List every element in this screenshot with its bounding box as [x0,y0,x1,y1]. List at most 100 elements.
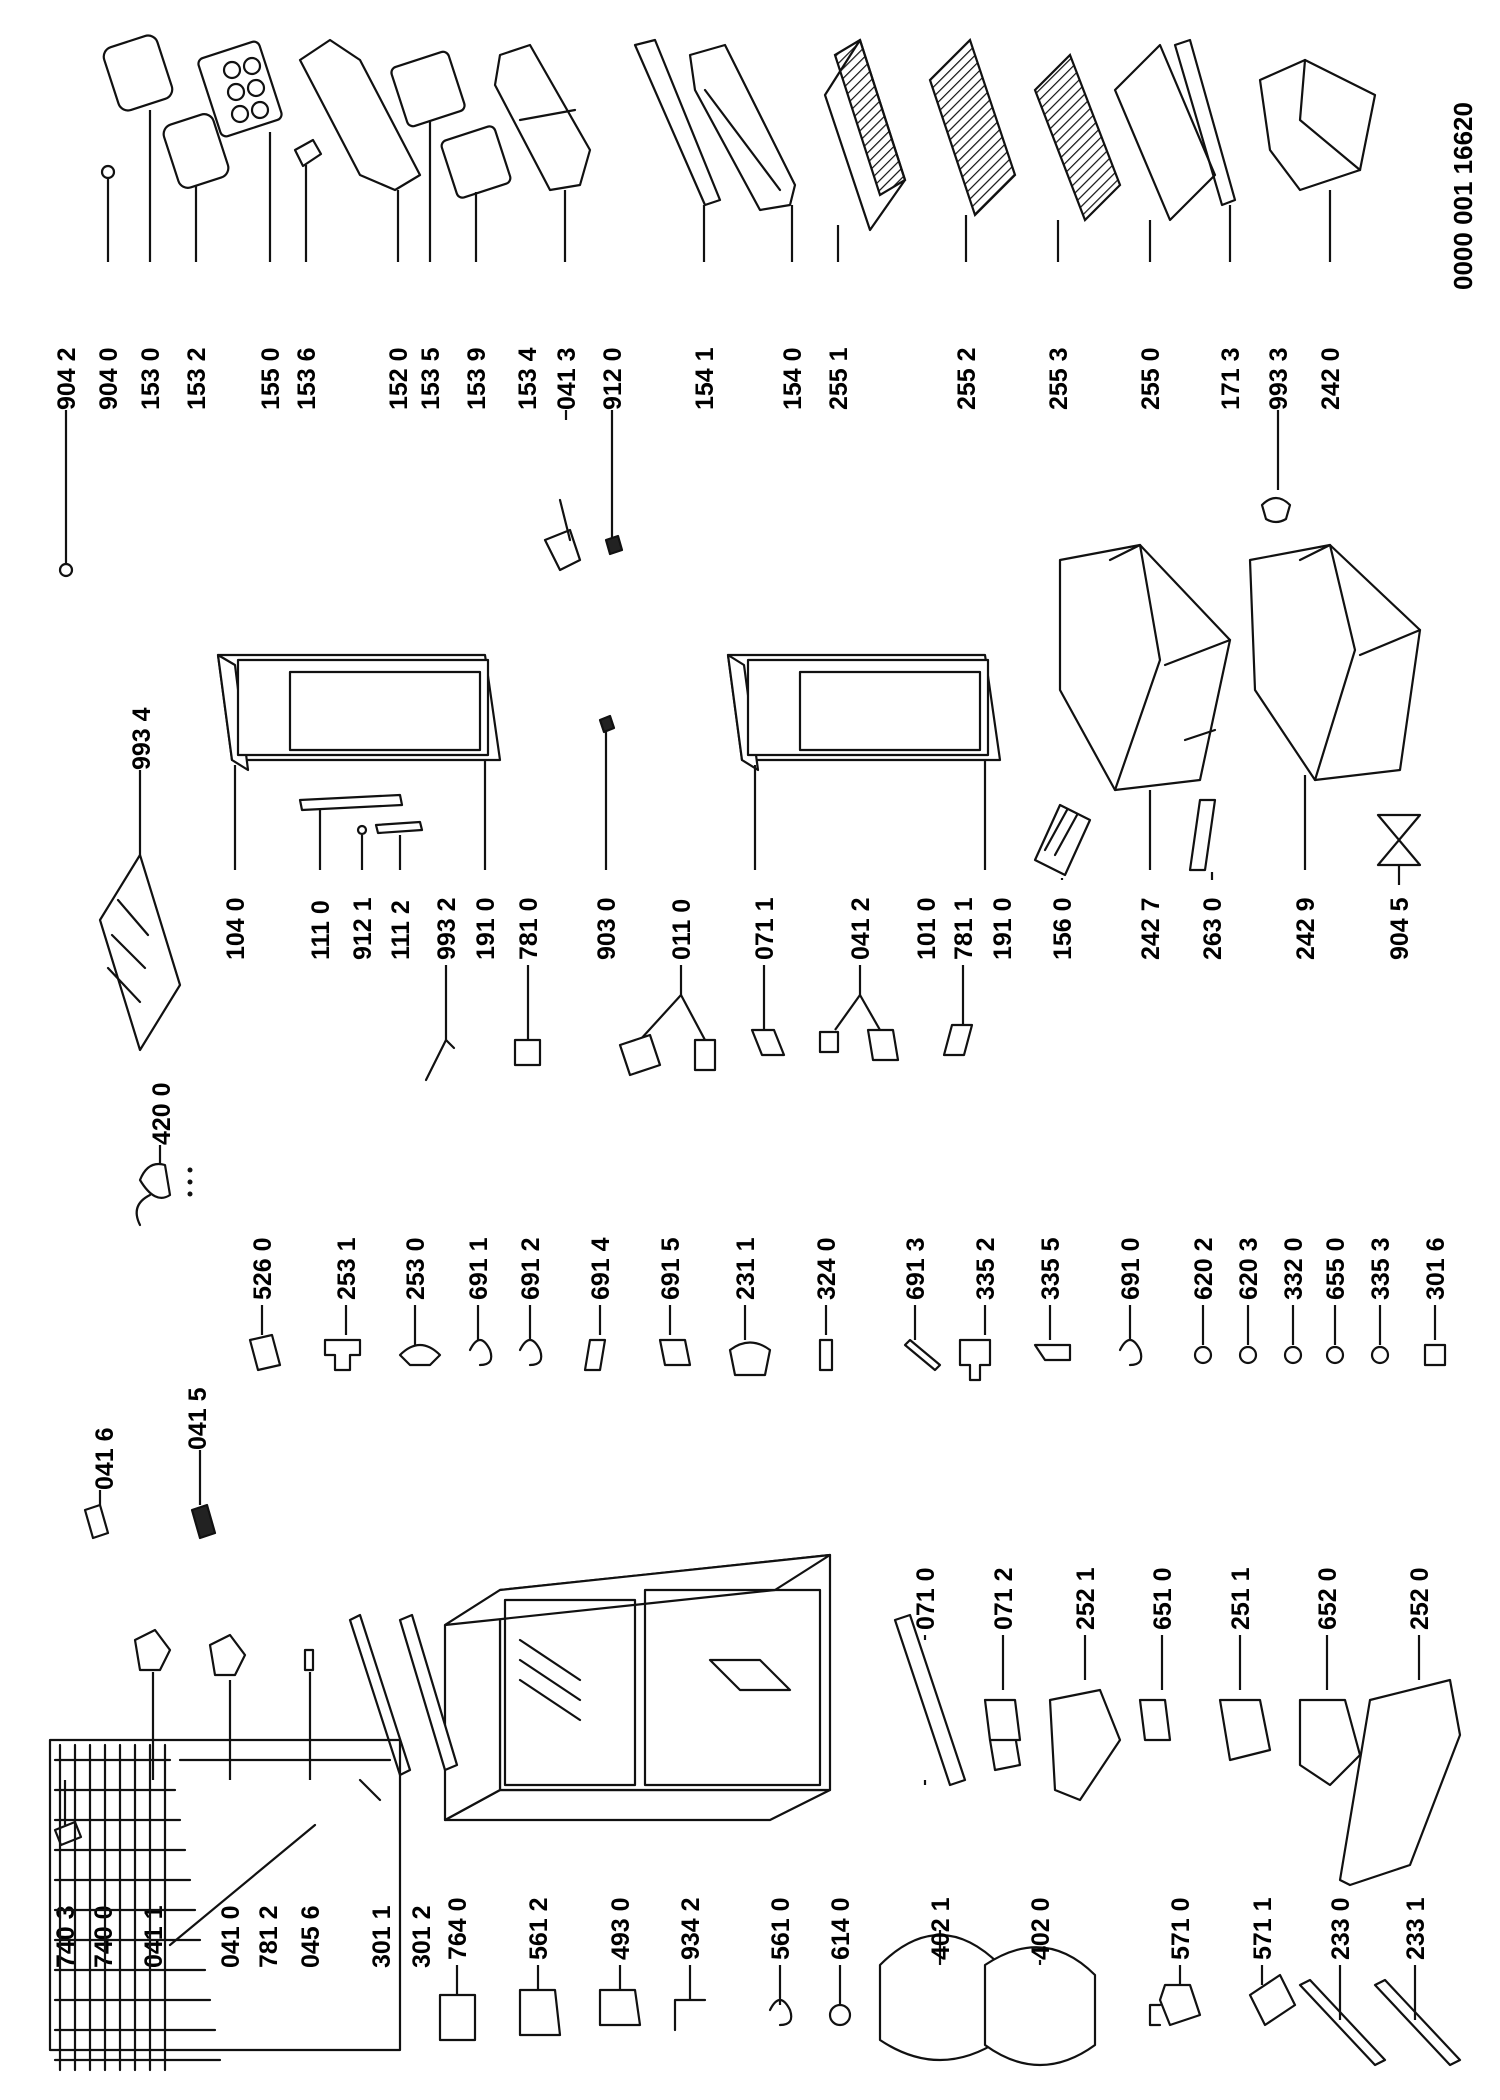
part-fridge-door-icon [726,653,1002,772]
label-912-1: 912 1 [349,897,377,960]
label-242-7: 242 7 [1137,897,1165,960]
label-691-5: 691 5 [657,1237,685,1300]
label-253-0: 253 0 [402,1237,430,1300]
leader-lines-lower-middle [923,1635,1421,1690]
part-capacitor-icon [518,1988,562,2037]
label-904-0: 904 0 [95,347,123,410]
part-filter-dryer-icon [438,1993,477,2042]
part-cap-icon [942,1023,974,1057]
part-cover-plate-icon [1113,43,1217,222]
label-156-0: 156 0 [1049,897,1077,960]
part-shelf-support-a-icon [893,1613,967,1787]
part-handle-bar-icon [1188,798,1217,872]
part-hinge-cap-b-icon [190,1503,217,1540]
part-heater-icon [1338,1678,1462,1887]
leader-lines-bottom-left [455,1930,1417,2020]
label-651-0: 651 0 [1149,1567,1177,1630]
electrical-parts [248,1333,1447,1382]
part-rail-b-icon [1373,1978,1462,2067]
label-655-0: 655 0 [1322,1237,1350,1300]
label-242-0: 242 0 [1317,347,1345,410]
part-clip-icon [293,138,323,168]
label-171-3: 171 3 [1217,347,1245,410]
part-door-stop-icon [513,1038,542,1067]
label-493-0: 493 0 [607,1897,635,1960]
part-fan-housing-icon [1048,1688,1122,1802]
part-wheel-icon [1376,813,1422,867]
label-231-1: 231 1 [732,1237,760,1300]
label-781-1: 781 1 [950,897,978,960]
label-253-1: 253 1 [333,1237,361,1300]
label-252-1: 252 1 [1072,1567,1100,1630]
part-foot-icon [1260,496,1292,524]
label-691-0: 691 0 [1117,1237,1145,1300]
label-420-0: 420 0 [148,1082,176,1145]
part-control-panel-icon [98,853,182,1052]
label-152-0: 152 0 [385,347,413,410]
label-571-1: 571 1 [1249,1897,1277,1960]
label-101-0: 101 0 [913,897,941,960]
part-glass-shelf-2-icon [928,37,1017,218]
label-255-3: 255 3 [1045,347,1073,410]
label-252-0: 252 0 [1406,1567,1434,1630]
part-cross-bar-b-icon [398,1613,459,1772]
label-153-0: 153 0 [137,347,165,410]
label-191-0-b: 191 0 [989,897,1017,960]
label-993-3: 993 3 [1265,347,1293,410]
part-door-tray-small-icon [102,34,174,112]
part-hinge-set-a-icon [618,1033,717,1077]
part-bracket-icon [750,1028,786,1057]
label-045-6: 045 6 [297,1905,325,1968]
leader-lines-electrical [260,1305,1437,1345]
label-153-9: 153 9 [463,347,491,410]
label-691-3: 691 3 [902,1237,930,1300]
part-grommet-3-icon [1283,1345,1303,1365]
part-connector-icon [248,1333,282,1372]
part-screw-2-icon [58,562,74,578]
label-526-0: 526 0 [249,1237,277,1300]
label-233-1: 233 1 [1402,1897,1430,1960]
part-overload-icon [828,2003,852,2027]
label-071-2: 071 2 [990,1567,1018,1630]
label-111-0: 111 0 [307,900,335,960]
part-glass-shelf-3-icon [1033,53,1122,222]
label-324-0: 324 0 [813,1237,841,1300]
part-freezer-drawer-bottom-icon [1248,543,1422,782]
part-clamp-icon [958,1338,992,1382]
bottom-left-parts [438,1934,1462,2067]
part-grommet-2-icon [1238,1345,1258,1365]
part-door-tray-large-icon [688,43,797,212]
label-620-2: 620 2 [1190,1237,1218,1300]
part-bracket-071-2-icon [983,1698,1022,1742]
part-ice-tray-icon [1033,803,1092,877]
part-thermostat-bracket-icon [1248,1973,1297,2027]
part-small-pin-icon [598,714,616,734]
part-grommet-5-icon [1370,1345,1390,1365]
label-402-0: 402 0 [1027,1897,1055,1960]
part-butter-lid-icon [440,125,512,199]
label-154-0: 154 0 [779,347,807,410]
label-301-2: 301 2 [408,1905,436,1968]
part-light-switch-icon [728,1341,772,1377]
label-903-0: 903 0 [593,897,621,960]
part-hinge-strip-icon [298,793,424,836]
part-freezer-drawer-top-icon [1058,543,1232,792]
leader-lines-left-top [63,1672,927,1825]
label-071-1: 071 1 [751,897,779,960]
label-041-5: 041 5 [184,1387,212,1450]
label-934-2: 934 2 [677,1897,705,1960]
label-155-0: 155 0 [257,347,285,410]
label-904-2: 904 2 [53,347,81,410]
part-switch-icon [658,1338,692,1367]
label-335-5: 335 5 [1037,1237,1065,1300]
label-251-1: 251 1 [1227,1567,1255,1630]
label-153-6: 153 6 [293,347,321,410]
label-571-0: 571 0 [1167,1897,1195,1960]
label-561-2: 561 2 [525,1897,553,1960]
part-tray-small-2-icon [162,113,230,189]
part-hinge-assembly-b-icon [208,1633,247,1677]
document-number: 0000 001 16620 [1448,102,1478,290]
part-wire-d-icon [1118,1338,1143,1367]
part-fuse-holder-icon [768,1998,793,2027]
